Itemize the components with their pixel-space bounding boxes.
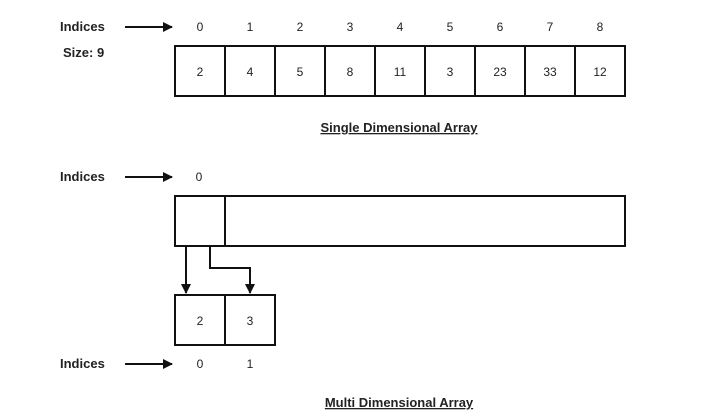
- inner-index-label: 0: [197, 357, 204, 371]
- array-cell-value: 11: [394, 65, 407, 79]
- multi-bottom-indices-label: Indices: [60, 356, 105, 371]
- array-cell-value: 4: [247, 65, 254, 79]
- multi-top-indices-label: Indices: [60, 169, 105, 184]
- single-index-label: 6: [497, 20, 504, 34]
- inner-array-cell: [224, 294, 276, 346]
- inner-array-cell: [174, 294, 226, 346]
- multi-top-index: 0: [196, 170, 203, 184]
- single-index-label: 0: [197, 20, 204, 34]
- array-cell: [574, 45, 626, 97]
- single-index-label: 3: [347, 20, 354, 34]
- single-array-title: Single Dimensional Array: [320, 120, 478, 135]
- array-cell: [224, 45, 276, 97]
- multi-array-title: Multi Dimensional Array: [325, 395, 474, 410]
- size-label: Size: 9: [63, 45, 104, 60]
- pointer-arrow-to-index-1: [209, 246, 255, 294]
- array-cell-value: 23: [493, 65, 507, 79]
- inner-index-label: 1: [247, 357, 254, 371]
- single-index-label: 2: [297, 20, 304, 34]
- outer-first-cell: [174, 195, 226, 247]
- array-cell-value: 8: [347, 65, 354, 79]
- single-index-label: 7: [547, 20, 554, 34]
- single-index-label: 1: [247, 20, 254, 34]
- single-index-label: 8: [597, 20, 604, 34]
- single-index-row: 0 1 2 3 4 5 6 7 8: [197, 20, 604, 34]
- inner-array-cell-value: 3: [247, 314, 254, 328]
- single-indices-label: Indices: [60, 19, 105, 34]
- outer-remaining-cells: [224, 195, 626, 247]
- array-cell-value: 5: [297, 65, 304, 79]
- array-cell-value: 12: [593, 65, 607, 79]
- array-cell-value: 33: [543, 65, 557, 79]
- array-cell: [274, 45, 326, 97]
- inner-array-cell-value: 2: [197, 314, 204, 328]
- single-index-label: 4: [397, 20, 404, 34]
- array-cell-value: 2: [197, 65, 204, 79]
- array-cell-value: 3: [447, 65, 454, 79]
- single-array: 2 4 5 8 11 3 23 33 12: [174, 45, 626, 97]
- single-index-label: 5: [447, 20, 454, 34]
